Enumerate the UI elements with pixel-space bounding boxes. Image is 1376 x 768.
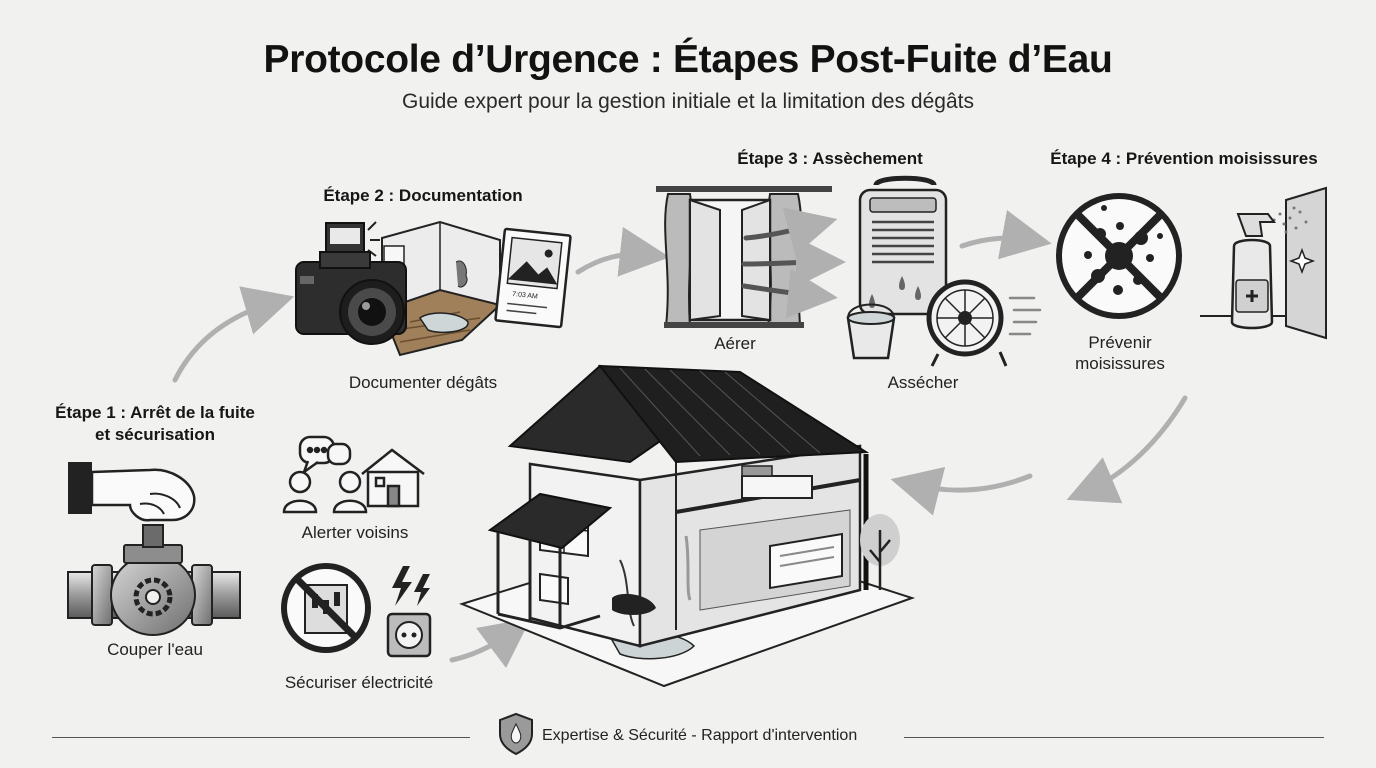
tree-icon: [860, 514, 900, 590]
arrow-step1-to-step2: [172, 286, 295, 383]
arrow-step2-to-step3: [575, 226, 670, 277]
step3-heading: Étape 3 : Assèchement: [737, 149, 923, 168]
spray-bottle-icon: [1200, 186, 1327, 340]
house-cutaway-icon: [459, 364, 916, 688]
people-icon: [282, 470, 368, 514]
arrow-step4-down: [1066, 395, 1188, 504]
footer-divider-left: [52, 737, 470, 738]
page-subtitle: Guide expert pour la gestion initiale et…: [401, 90, 974, 113]
flow-arrows: [172, 210, 1188, 668]
no-electric-panel-icon: [281, 563, 371, 653]
valve-hand-icon: [67, 462, 241, 636]
photo-print-icon: 7:03 AM: [494, 227, 572, 329]
step1-heading-line2: et sécurisation: [95, 425, 215, 444]
step1-caption-secure-electricity: Sécuriser électricité: [284, 673, 434, 692]
step4-heading: Étape 4 : Prévention moisissures: [1050, 149, 1318, 168]
step1-caption-cut-water: Couper l'eau: [107, 640, 203, 659]
house-small-icon: [361, 448, 425, 508]
footer-divider-right: [904, 737, 1324, 738]
camera-icon: [295, 221, 407, 345]
page-title: Protocole d’Urgence : Étapes Post-Fuite …: [263, 38, 1113, 81]
shield-drop-icon: [499, 712, 533, 756]
step1-caption-alert-neighbors: Alerter voisins: [301, 523, 409, 542]
step4-caption-line1: Prévenir: [1088, 333, 1152, 352]
open-window-icon: [656, 186, 846, 328]
step2-heading: Étape 2 : Documentation: [323, 186, 523, 205]
arrow-step3-to-step4: [959, 210, 1052, 260]
step3-caption-dry: Assécher: [887, 373, 959, 392]
power-outlet-icon: [386, 612, 432, 658]
damaged-room-icon: [380, 220, 503, 357]
lightning-icon: [392, 566, 430, 606]
photo-stamp: 7:03 AM: [512, 291, 538, 301]
dehumidifier-icon: [858, 175, 948, 316]
footer-text: Expertise & Sécurité - Rapport d'interve…: [542, 727, 858, 744]
step4-caption-line2: moisissures: [1075, 354, 1165, 373]
bucket-icon: [846, 303, 896, 360]
speech-bubbles-icon: [298, 435, 352, 476]
step3-caption-ventilate: Aérer: [714, 334, 756, 353]
step1-heading-line1: Étape 1 : Arrêt de la fuite: [55, 403, 255, 422]
arrow-to-house: [890, 467, 1033, 516]
step2-caption: Documenter dégâts: [348, 373, 498, 392]
arrow-electricity-to-house: [449, 618, 532, 668]
no-mold-icon: [1056, 193, 1182, 319]
fan-icon: [926, 279, 1042, 367]
